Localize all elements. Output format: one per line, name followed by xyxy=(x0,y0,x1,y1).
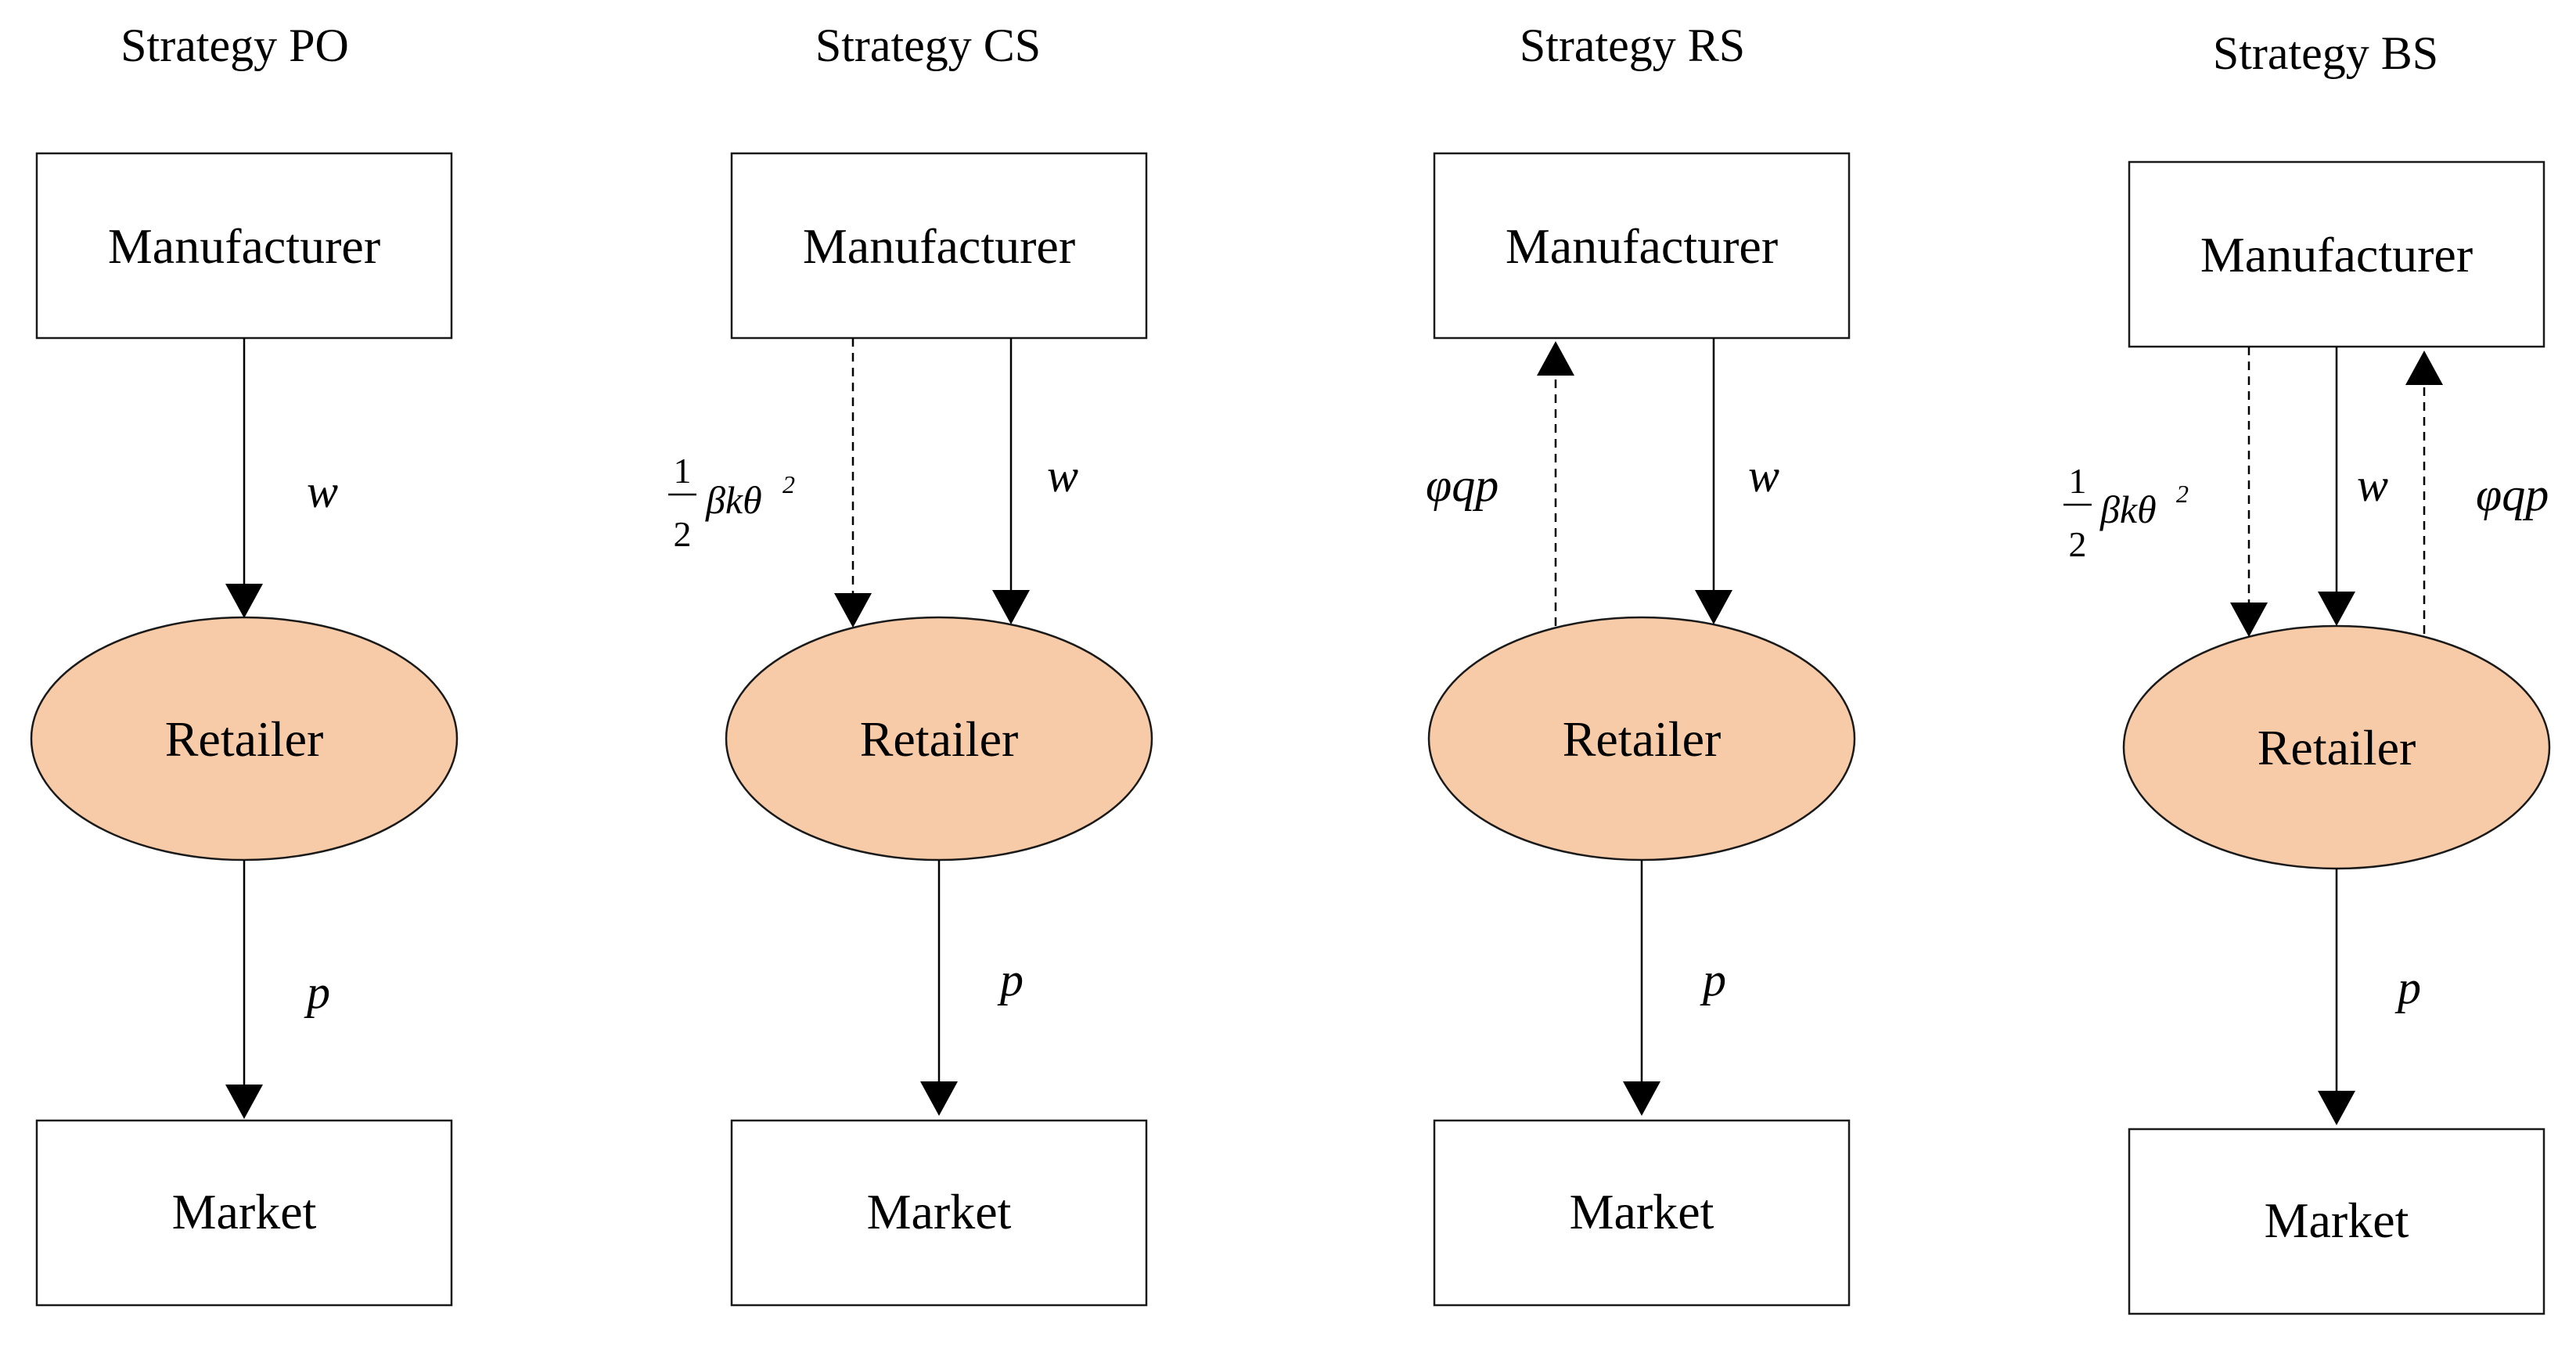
strategy-po-title: Strategy PO xyxy=(121,20,349,71)
strategy-rs-manufacturer-label: Manufacturer xyxy=(1506,218,1778,274)
strategy-cs-wholesale-arrowhead xyxy=(992,590,1030,624)
strategy-cs-market-box xyxy=(730,1119,1148,1307)
strategy-rs-price-label: p xyxy=(1700,954,1726,1005)
strategy-po: Strategy PO Manufacturer Retailer Market… xyxy=(30,20,459,1307)
strategy-bs-cost-sharing-label: 1 2 βkθ 2 xyxy=(2063,461,2189,564)
strategy-cs-cost-expression: βkθ xyxy=(705,478,762,522)
strategy-po-manufacturer-box xyxy=(35,152,453,340)
strategy-cs-fraction-denominator: 2 xyxy=(674,514,692,554)
strategy-po-retailer-label: Retailer xyxy=(165,711,324,767)
strategy-bs-title: Strategy BS xyxy=(2213,27,2438,79)
strategy-bs-revenue-sharing-arrowhead xyxy=(2405,351,2443,385)
strategy-bs-cost-sharing-arrowhead xyxy=(2230,603,2268,637)
strategy-bs-manufacturer-label: Manufacturer xyxy=(2200,227,2473,282)
strategy-bs-market-box xyxy=(2128,1128,2545,1315)
strategy-po-price-arrowhead xyxy=(225,1085,263,1119)
strategy-po-wholesale-label: w xyxy=(307,466,338,517)
strategy-cs-title: Strategy CS xyxy=(815,20,1041,71)
strategy-bs-cost-expression: βkθ xyxy=(2099,487,2157,531)
strategy-bs-wholesale-label: w xyxy=(2357,459,2388,511)
strategy-cs-wholesale-label: w xyxy=(1047,450,1078,502)
strategy-bs-cost-exponent: 2 xyxy=(2176,480,2189,508)
strategy-cs-manufacturer-label: Manufacturer xyxy=(803,218,1075,274)
strategy-bs-price-arrowhead xyxy=(2318,1091,2355,1125)
strategy-rs-revenue-sharing-arrowhead xyxy=(1537,341,1574,376)
strategy-rs-wholesale-label: w xyxy=(1748,450,1779,502)
strategy-cs-cost-sharing-arrowhead xyxy=(834,593,872,628)
strategy-rs-revenue-sharing-label: φqp xyxy=(1426,459,1498,511)
strategy-bs-fraction-numerator: 1 xyxy=(2069,461,2087,501)
strategy-cs-market-label: Market xyxy=(867,1184,1012,1239)
strategy-cs-price-arrowhead xyxy=(920,1081,958,1116)
strategy-po-market-box xyxy=(35,1119,453,1307)
strategy-bs-market-label: Market xyxy=(2265,1193,2409,1248)
strategy-bs-manufacturer-box xyxy=(2128,160,2545,348)
strategy-cs: Strategy CS Manufacturer Retailer Market… xyxy=(668,20,1153,1307)
strategy-bs-revenue-sharing-label: φqp xyxy=(2476,469,2549,520)
strategy-rs-price-arrowhead xyxy=(1623,1081,1660,1116)
strategy-po-wholesale-arrowhead xyxy=(225,584,263,618)
strategy-po-manufacturer-label: Manufacturer xyxy=(108,218,380,274)
strategy-cs-cost-exponent: 2 xyxy=(783,470,795,498)
strategy-bs-retailer-label: Retailer xyxy=(2258,720,2416,775)
strategy-bs-wholesale-arrowhead xyxy=(2318,592,2355,626)
strategy-cs-fraction-numerator: 1 xyxy=(674,451,692,491)
strategy-bs-fraction-denominator: 2 xyxy=(2069,524,2087,564)
strategy-rs-market-label: Market xyxy=(1570,1184,1714,1239)
strategy-rs-manufacturer-box xyxy=(1433,152,1851,340)
strategy-bs: Strategy BS Manufacturer Retailer Market… xyxy=(2063,27,2551,1315)
strategy-cs-manufacturer-box xyxy=(730,152,1148,340)
strategy-cs-retailer-label: Retailer xyxy=(860,711,1019,767)
strategy-rs-wholesale-arrowhead xyxy=(1695,590,1732,624)
strategy-cs-price-label: p xyxy=(997,954,1024,1005)
strategy-po-market-label: Market xyxy=(172,1184,317,1239)
strategy-po-price-label: p xyxy=(304,966,330,1018)
strategy-rs: Strategy RS Manufacturer Retailer Market… xyxy=(1426,20,1856,1307)
strategy-rs-title: Strategy RS xyxy=(1520,20,1745,71)
strategy-rs-market-box xyxy=(1433,1119,1851,1307)
strategy-cs-cost-sharing-label: 1 2 βkθ 2 xyxy=(668,451,795,554)
strategy-rs-retailer-label: Retailer xyxy=(1563,711,1722,767)
strategy-bs-price-label: p xyxy=(2394,962,2421,1013)
